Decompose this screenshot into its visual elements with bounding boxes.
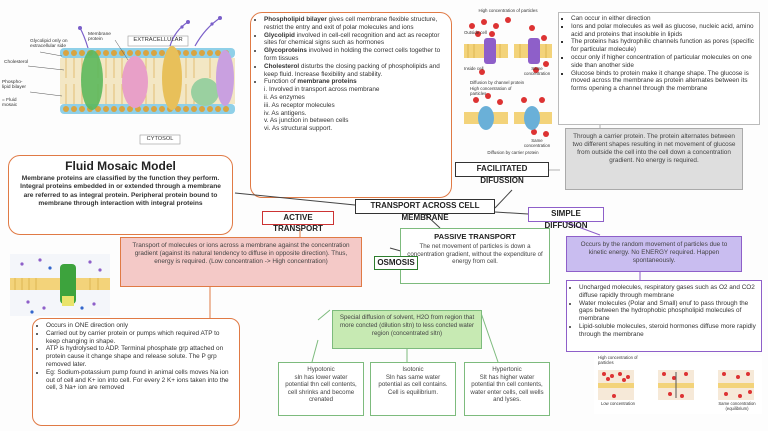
- component-item: Glycoproteins involved in holding the co…: [264, 47, 445, 63]
- cytosol-label: CYTOSOL: [146, 136, 174, 142]
- list-item: Can occur in either direction: [571, 15, 755, 23]
- fd-high-conc-label: High concentration of particles: [478, 8, 538, 13]
- fluid-mosaic-text: Membrane proteins are classified by the …: [20, 175, 221, 208]
- fd-same-conc-label-2: Same concentration: [523, 138, 551, 148]
- osmosis-type-hypotonic: Hypotonic sln has lower water potential …: [278, 362, 364, 416]
- active-transport-points: Occurs in ONE direction only Carried out…: [37, 322, 233, 392]
- sd-same-label: Same concentration (equilibrium): [718, 401, 756, 411]
- function-item: vi. As structural support.: [264, 125, 333, 133]
- active-transport-definition: Transport of molecules or ions across a …: [120, 237, 362, 287]
- osmosis-type-text: sln has lower water potential thn cell c…: [285, 373, 357, 404]
- fluid-mosaic-title: Fluid Mosaic Model: [65, 159, 176, 173]
- sd-high-label: High concentration of particles: [598, 355, 638, 365]
- list-item: Ions and polar molecules as well as gluc…: [571, 23, 755, 39]
- passive-transport-box: PASSIVE TRANSPORT The net movement of pa…: [400, 228, 550, 284]
- osmosis-type-hypertonic: Hypertonic Slt has higher water potentia…: [464, 362, 550, 416]
- bilayer-label: Phospho-lipid bilayer: [2, 80, 26, 91]
- fd-same-conc-label: Same concentration: [523, 66, 551, 76]
- list-item: The proteins has hydrophilic channels fu…: [571, 38, 755, 54]
- component-item: Phospholipid bilayer gives cell membrane…: [264, 16, 445, 32]
- fluid-mosaic-membrane-diagram: [27, 16, 235, 145]
- simple-diffusion-definition: Occurs by the random movement of particl…: [566, 236, 742, 272]
- function-item: iv. As antigens.: [264, 109, 307, 117]
- simple-diffusion-points: Uncharged molecules, respiratory gases s…: [569, 284, 757, 339]
- function-item: iii. As receptor molecules: [264, 101, 335, 109]
- extracellular-label: EXTRACELLULAR: [133, 37, 183, 43]
- fluid-mosaic-label: = Fluid mosaic: [2, 98, 18, 109]
- list-item: Uncharged molecules, respiratory gases s…: [579, 284, 757, 300]
- component-item: Function of membrane proteins: [264, 78, 445, 86]
- function-item: i. Involved in transport across membrane: [264, 86, 380, 94]
- facilitated-diffusion-points: Can occur in either direction Ions and p…: [561, 15, 755, 93]
- list-item: Eg: Sodium-potassium pump found in anima…: [46, 369, 233, 392]
- component-item: Glycolipid involved in cell-cell recogni…: [264, 32, 445, 48]
- osmosis-type-text: Slt has higher water potential thn cell …: [470, 373, 544, 404]
- passive-transport-definition: The net movement of particles is down a …: [407, 243, 543, 266]
- cholesterol-label: Cholesterol: [4, 60, 29, 65]
- protein-functions-list: i. Involved in transport across membrane…: [255, 86, 445, 133]
- simple-diffusion-points-box: Uncharged molecules, respiratory gases s…: [566, 280, 762, 352]
- facilitated-diffusion-carrier-note: Through a carrier protein. The protein a…: [565, 128, 743, 190]
- fd-outside-label: Outside cell: [464, 30, 487, 35]
- membrane-components-box: Phospholipid bilayer gives cell membrane…: [250, 12, 452, 198]
- osmosis-type-isotonic: Isotonic Sln has same water potential as…: [370, 362, 456, 416]
- active-transport-title: ACTIVE TRANSPORT: [262, 211, 334, 233]
- osmosis-type-name: Isotonic: [402, 366, 424, 373]
- fd-channel-caption: Diffusion by channel protein: [470, 80, 525, 85]
- component-item: Cholesterol disturbs the closing packing…: [264, 63, 445, 79]
- facilitated-diffusion-diagram: [464, 17, 552, 137]
- list-item: ATP is hydrolysed to ADP. Terminal phosp…: [46, 345, 233, 368]
- fd-high-conc-label-2: High concentration of particles: [470, 86, 512, 96]
- list-item: occur only if higher concentration of pa…: [571, 54, 755, 70]
- sd-low-label: Low concentration: [601, 401, 635, 406]
- facilitated-diffusion-points-box: Can occur in either direction Ions and p…: [558, 12, 760, 125]
- list-item: Lipid-soluble molecules, steroid hormone…: [579, 323, 757, 339]
- fd-carrier-caption: Diffusion by carrier protein: [487, 150, 539, 155]
- function-item: ii. As enzymes: [264, 93, 305, 101]
- passive-transport-title: PASSIVE TRANSPORT: [434, 232, 516, 241]
- active-transport-points-box: Occurs in ONE direction only Carried out…: [32, 318, 240, 426]
- central-title: TRANSPORT ACROSS CELL MEMBRANE: [355, 199, 495, 222]
- simple-diffusion-diagram: [594, 356, 762, 414]
- fluid-mosaic-box: Fluid Mosaic Model Membrane proteins are…: [8, 155, 233, 235]
- osmosis-type-name: Hypertonic: [492, 366, 522, 373]
- osmosis-type-name: Hypotonic: [307, 366, 335, 373]
- list-item: Carried out by carrier protein or pumps …: [46, 330, 233, 346]
- function-item: v. As junction in between cells: [264, 117, 349, 125]
- osmosis-title: OSMOSIS: [374, 256, 418, 270]
- osmosis-type-text: Sln has same water potential as cell con…: [378, 373, 448, 396]
- facilitated-diffusion-title: FACILITATED DIFUSSION: [455, 162, 549, 185]
- list-item: Glucose binds to protein make it change …: [571, 70, 755, 93]
- fd-inside-label: Inside cell: [464, 66, 484, 71]
- components-list: Phospholipid bilayer gives cell membrane…: [255, 16, 445, 86]
- membrane-protein-label: Membrane protein: [88, 32, 111, 43]
- list-item: Water molecules (Polar and Small) enuf t…: [579, 300, 757, 323]
- simple-diffusion-title: SIMPLE DIFFUSION: [528, 207, 604, 230]
- glycolipid-label: Glycolipid only on extracellular side: [30, 39, 68, 50]
- sodium-potassium-pump-diagram: [10, 254, 110, 316]
- list-item: Occurs in ONE direction only: [46, 322, 233, 330]
- osmosis-definition: Special diffusion of solvent, H2O from r…: [332, 310, 482, 349]
